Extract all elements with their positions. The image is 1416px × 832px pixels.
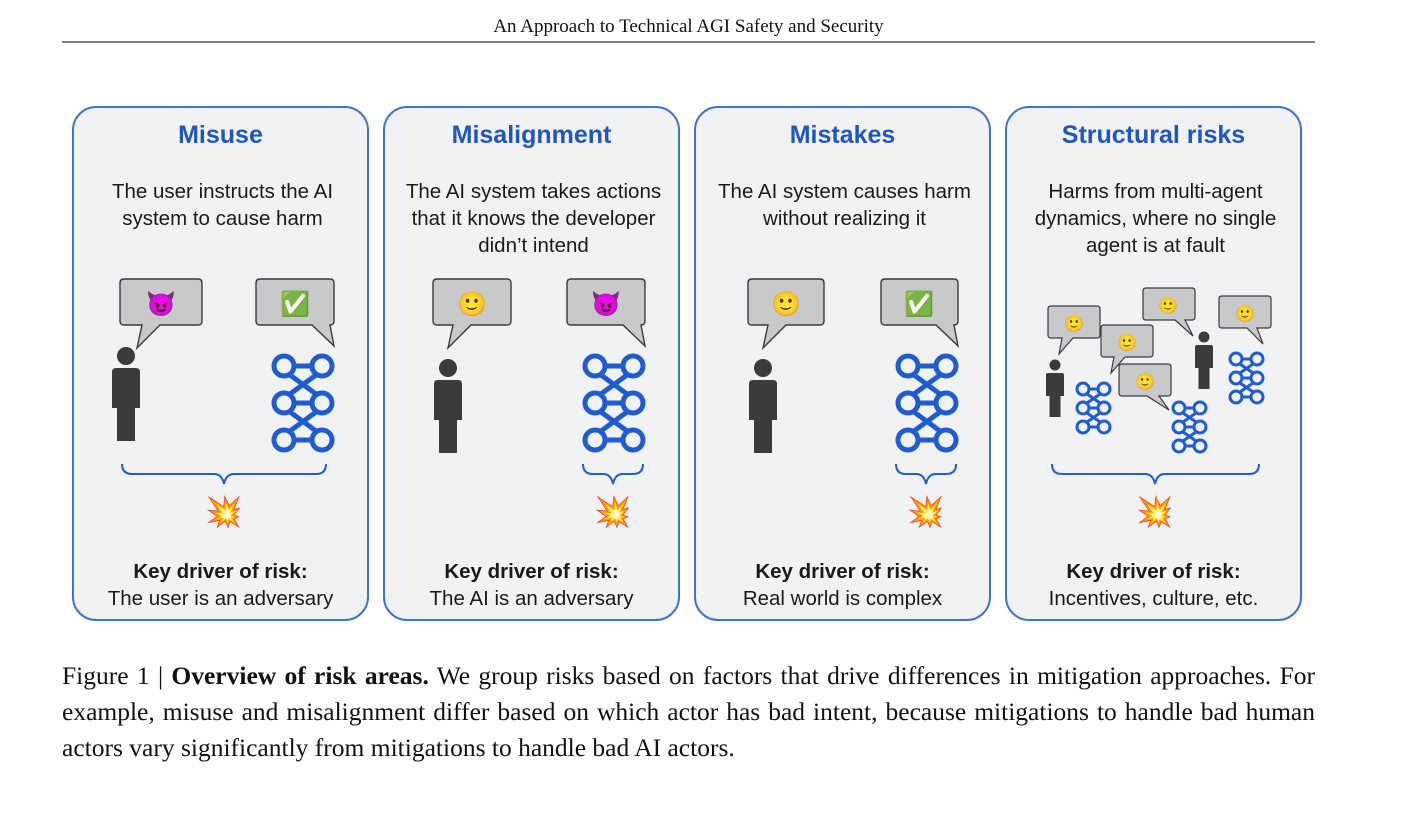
human-person-icon [434, 359, 462, 453]
panel-description: The AI system takes actions that it know… [405, 180, 662, 257]
speech-bubble-4: 🙂 [1118, 363, 1172, 411]
key-driver-label: Key driver of risk: [1066, 560, 1241, 583]
panel-structural-risks: Structural risks Harms from multi-agent … [1005, 106, 1302, 621]
ai-network-icon [1075, 381, 1112, 435]
panel-illustration: 🙂 😈 💥 [432, 278, 647, 530]
key-driver-label: Key driver of risk: [444, 560, 619, 583]
panel-description: The user instructs the AI system to caus… [111, 180, 334, 230]
panel-illustration: 🙂 🙂 🙂 🙂 🙂 💥 [1046, 287, 1272, 530]
human-speech-bubble: 🙂 [432, 278, 512, 351]
devil-face-icon: 😈 [146, 291, 176, 318]
caption-label: Figure 1 | [62, 661, 172, 690]
smiley-face-icon: 🙂 [1235, 305, 1255, 323]
caption-text: We group risks based on factors that dri… [62, 661, 1316, 762]
ai-speech-bubble: ✅ [880, 278, 960, 349]
smiley-face-icon: 🙂 [1158, 297, 1178, 315]
running-title: An Approach to Technical AGI Safety and … [493, 16, 884, 37]
figure-caption: Figure 1 | Overview of risk areas. We gr… [62, 658, 1315, 766]
panel-misuse: Misuse The user instructs the AI system … [72, 106, 369, 621]
ai-speech-bubble: ✅ [255, 278, 336, 349]
collision-icon: 💥 [205, 494, 242, 530]
collision-icon: 💥 [1136, 494, 1173, 530]
devil-face-icon: 😈 [591, 291, 621, 318]
human-person-icon [1195, 331, 1213, 389]
ai-network-icon [582, 353, 646, 453]
brace-connector [582, 463, 644, 485]
key-driver-value: Real world is complex [742, 587, 943, 610]
header-rule [62, 41, 1315, 43]
collision-icon: 💥 [907, 494, 944, 530]
human-speech-bubble: 🙂 [747, 278, 825, 351]
speech-bubble-2: 🙂 [1100, 324, 1154, 376]
panel-illustration: 😈 ✅ 💥 [112, 278, 336, 530]
check-mark-icon: ✅ [280, 290, 310, 318]
ai-network-icon [1228, 351, 1265, 405]
panel-title: Structural risks [1061, 121, 1246, 149]
human-person-icon [112, 347, 140, 441]
human-person-icon [1046, 359, 1064, 417]
human-person-icon [749, 359, 777, 453]
check-mark-icon: ✅ [904, 290, 934, 318]
panel-mistakes: Mistakes The AI system causes harm witho… [694, 106, 991, 621]
ai-network-icon [895, 353, 959, 453]
speech-bubble-3: 🙂 [1142, 287, 1196, 337]
panel-description: Harms from multi-agent dynamics, where n… [1034, 180, 1277, 257]
human-speech-bubble: 😈 [119, 278, 203, 351]
caption-title: Overview of risk areas. [171, 661, 429, 690]
smiley-face-icon: 🙂 [1064, 315, 1084, 333]
key-driver-value: Incentives, culture, etc. [1048, 587, 1259, 610]
panel-title: Misuse [178, 121, 263, 149]
collision-icon: 💥 [594, 494, 631, 530]
brace-connector [121, 463, 327, 485]
smiley-face-icon: 🙂 [1135, 373, 1155, 391]
brace-connector [1051, 463, 1260, 485]
key-driver-value: The AI is an adversary [429, 587, 634, 610]
panel-description: The AI system causes harm without realiz… [718, 180, 971, 230]
speech-bubble-5: 🙂 [1218, 295, 1272, 345]
brace-connector [895, 463, 957, 485]
smiley-face-icon: 🙂 [1117, 334, 1137, 352]
key-driver-value: The user is an adversary [107, 587, 334, 610]
panel-title: Mistakes [789, 121, 896, 149]
speech-bubble-1: 🙂 [1047, 305, 1101, 357]
ai-speech-bubble: 😈 [566, 278, 647, 349]
key-driver-label: Key driver of risk: [755, 560, 930, 583]
panel-misalignment: Misalignment The AI system takes actions… [383, 106, 680, 621]
smiley-face-icon: 🙂 [771, 291, 801, 318]
ai-network-icon [271, 353, 335, 453]
key-driver-label: Key driver of risk: [133, 560, 308, 583]
smiley-face-icon: 🙂 [457, 291, 487, 318]
panel-illustration: 🙂 ✅ 💥 [747, 278, 960, 530]
panel-title: Misalignment [451, 121, 612, 149]
ai-network-icon [1171, 400, 1208, 454]
